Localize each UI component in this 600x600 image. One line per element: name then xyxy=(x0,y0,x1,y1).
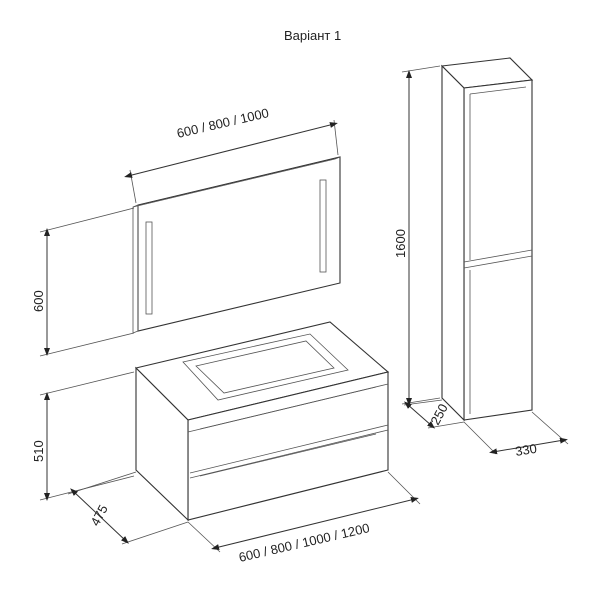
column-height-label: 1600 xyxy=(393,229,408,258)
column-height-dimension: 1600 xyxy=(393,65,441,406)
mirror xyxy=(132,156,341,334)
vanity-cabinet xyxy=(134,321,390,522)
column-width-dimension: 330 xyxy=(463,411,569,459)
mirror-height-dimension: 600 xyxy=(31,207,135,357)
column-width-label: 330 xyxy=(514,441,538,459)
mirror-right-light xyxy=(319,179,327,273)
column-depth-label: 250 xyxy=(427,401,450,427)
cabinet-width-label: 600 / 800 / 1000 / 1200 xyxy=(237,520,371,565)
drawing-title: Варіант 1 xyxy=(284,28,341,43)
cabinet-height-dimension: 510 xyxy=(31,371,135,501)
mirror-left-light xyxy=(145,221,153,315)
mirror-width-label: 600 / 800 / 1000 xyxy=(175,105,270,141)
cabinet-height-label: 510 xyxy=(31,440,46,462)
cabinet-depth-label: 475 xyxy=(87,502,110,528)
tall-column xyxy=(440,57,534,422)
mirror-height-label: 600 xyxy=(31,290,46,312)
